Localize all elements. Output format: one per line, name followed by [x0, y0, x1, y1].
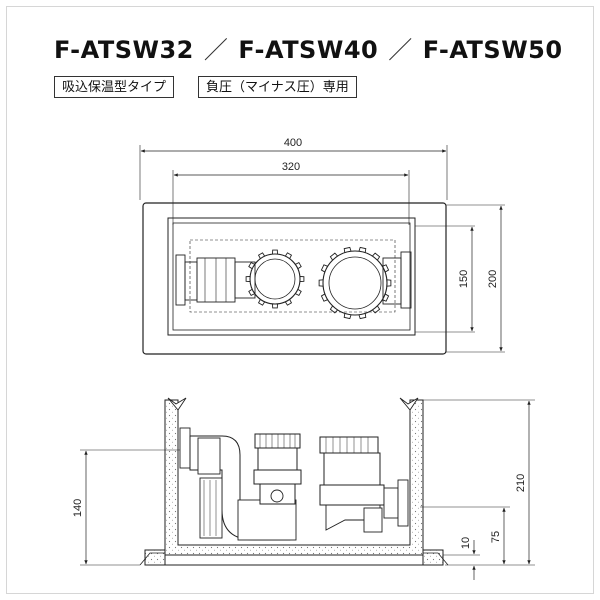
pressure-badge: 負圧（マイナス圧）専用 — [198, 76, 357, 98]
gear-tooth — [386, 279, 392, 287]
model-name-50: F-ATSW50 — [422, 36, 563, 64]
dim-base-offset: 75 — [490, 531, 502, 543]
dim-outer-height: 200 — [487, 270, 499, 288]
model-name-40: F-ATSW40 — [238, 36, 379, 64]
gear-tooth — [343, 246, 352, 253]
dim-outer-width: 400 — [284, 137, 302, 149]
type-badge: 吸込保温型タイプ — [54, 76, 175, 98]
gear-tooth — [272, 249, 278, 255]
gear-tooth — [372, 305, 381, 314]
dim-total-height: 210 — [515, 474, 527, 492]
gear-tooth — [320, 264, 328, 273]
gear-tooth — [318, 279, 324, 287]
gear-tooth — [257, 252, 266, 259]
top-view-gear-teeth — [245, 246, 392, 320]
gear-tooth — [299, 276, 305, 282]
gear-tooth — [257, 299, 266, 306]
gear-tooth — [245, 276, 251, 282]
gear-tooth — [329, 252, 338, 261]
model-name-32: F-ATSW32 — [54, 36, 194, 64]
gear-tooth — [320, 293, 328, 302]
gear-tooth — [358, 246, 367, 253]
gear-tooth — [343, 313, 352, 320]
dim-inner-width: 320 — [282, 161, 300, 173]
gear-tooth — [284, 299, 293, 306]
page-frame — [6, 6, 594, 594]
gear-tooth — [382, 293, 390, 302]
top-view — [139, 145, 505, 355]
title-separator: ／ — [203, 36, 229, 64]
dim-inner-height: 150 — [458, 270, 470, 288]
gear-tooth — [372, 252, 381, 261]
gear-tooth — [295, 261, 302, 270]
side-view — [80, 397, 535, 580]
gear-tooth — [382, 264, 390, 273]
gear-tooth — [329, 305, 338, 314]
dim-outlet-height: 140 — [72, 499, 84, 517]
gear-tooth — [358, 313, 367, 320]
gear-tooth — [248, 261, 255, 270]
page-title: F-ATSW32 ／ F-ATSW40 ／ F-ATSW50 — [54, 30, 563, 65]
dim-base-thickness: 10 — [460, 537, 472, 549]
title-separator: ／ — [388, 36, 413, 64]
gear-tooth — [295, 288, 302, 297]
gear-tooth — [248, 288, 255, 297]
gear-tooth — [272, 303, 278, 309]
gear-tooth — [284, 252, 293, 259]
